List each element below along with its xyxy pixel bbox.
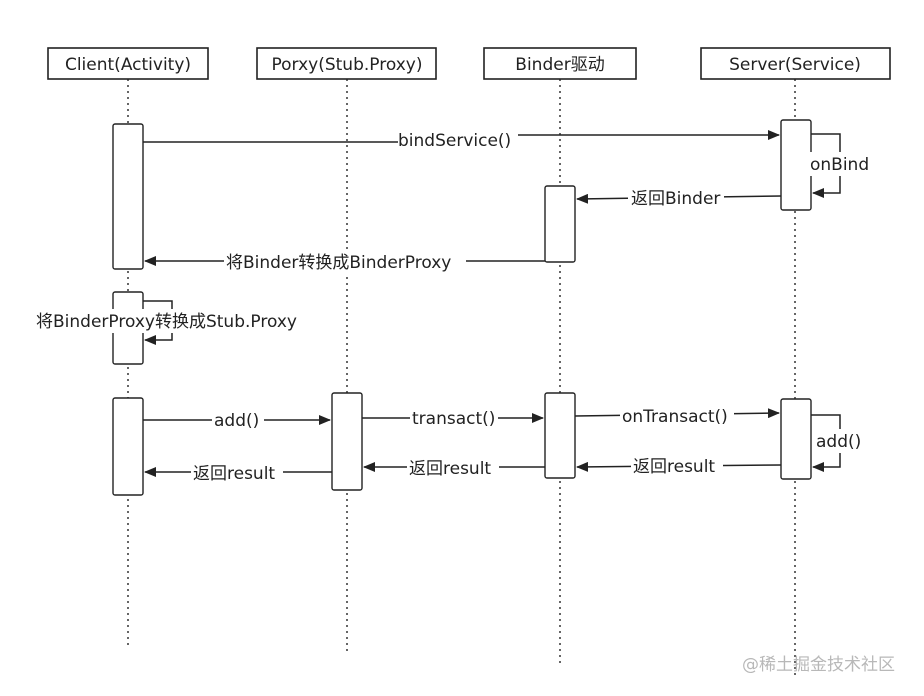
participant-binder-label: Binder驱动: [515, 55, 604, 75]
add-call-label: add(): [214, 411, 259, 431]
add-call-label-bg: [212, 408, 264, 432]
binder-activation-transact: [544, 392, 576, 479]
participant-client-label: Client(Activity): [65, 55, 191, 75]
transact-label-bg: [410, 406, 498, 430]
watermark: @稀土掘金技术社区: [742, 655, 895, 675]
binder-activation-bind: [544, 185, 576, 263]
client-activation-bind: [112, 123, 144, 270]
participant-server: Server(Service): [700, 47, 891, 80]
on-transact-label: onTransact(): [622, 407, 728, 427]
convert-stub-proxy-label: 将BinderProxy转换成Stub.Proxy: [36, 312, 297, 332]
convert-binder-proxy-label: 将Binder转换成BinderProxy: [226, 253, 451, 273]
return-binder-label-bg: [628, 186, 724, 210]
return-binder-label: 返回Binder: [631, 189, 720, 209]
server-add-label-bg: [814, 429, 866, 453]
return-result-binder-label-bg: [631, 454, 723, 478]
server-activation-add: [780, 398, 812, 480]
participant-client: Client(Activity): [47, 47, 209, 80]
participant-server-label: Server(Service): [729, 55, 861, 75]
server-add-label: add(): [816, 432, 861, 452]
server-activation-bind: [780, 119, 812, 211]
return-result-proxy-label: 返回result: [409, 459, 491, 479]
on-bind-label-bg: [808, 152, 872, 176]
on-bind-label: onBind: [810, 155, 869, 175]
return-result-client-label-bg: [191, 461, 283, 485]
client-activation-add: [112, 397, 144, 496]
return-result-client-label: 返回result: [193, 464, 275, 484]
participant-proxy: Porxy(Stub.Proxy): [256, 47, 437, 80]
bind-service-label: bindService(): [398, 131, 511, 151]
on-transact-label-bg: [620, 404, 734, 428]
convert-binder-proxy-label-bg: [224, 250, 466, 274]
return-result-proxy-label-bg: [407, 456, 499, 480]
return-result-binder-label: 返回result: [633, 457, 715, 477]
proxy-activation: [331, 392, 363, 491]
convert-stub-proxy-label-bg: [34, 309, 310, 333]
participant-binder: Binder驱动: [483, 47, 637, 80]
participant-proxy-label: Porxy(Stub.Proxy): [272, 55, 423, 75]
transact-label: transact(): [412, 409, 495, 429]
